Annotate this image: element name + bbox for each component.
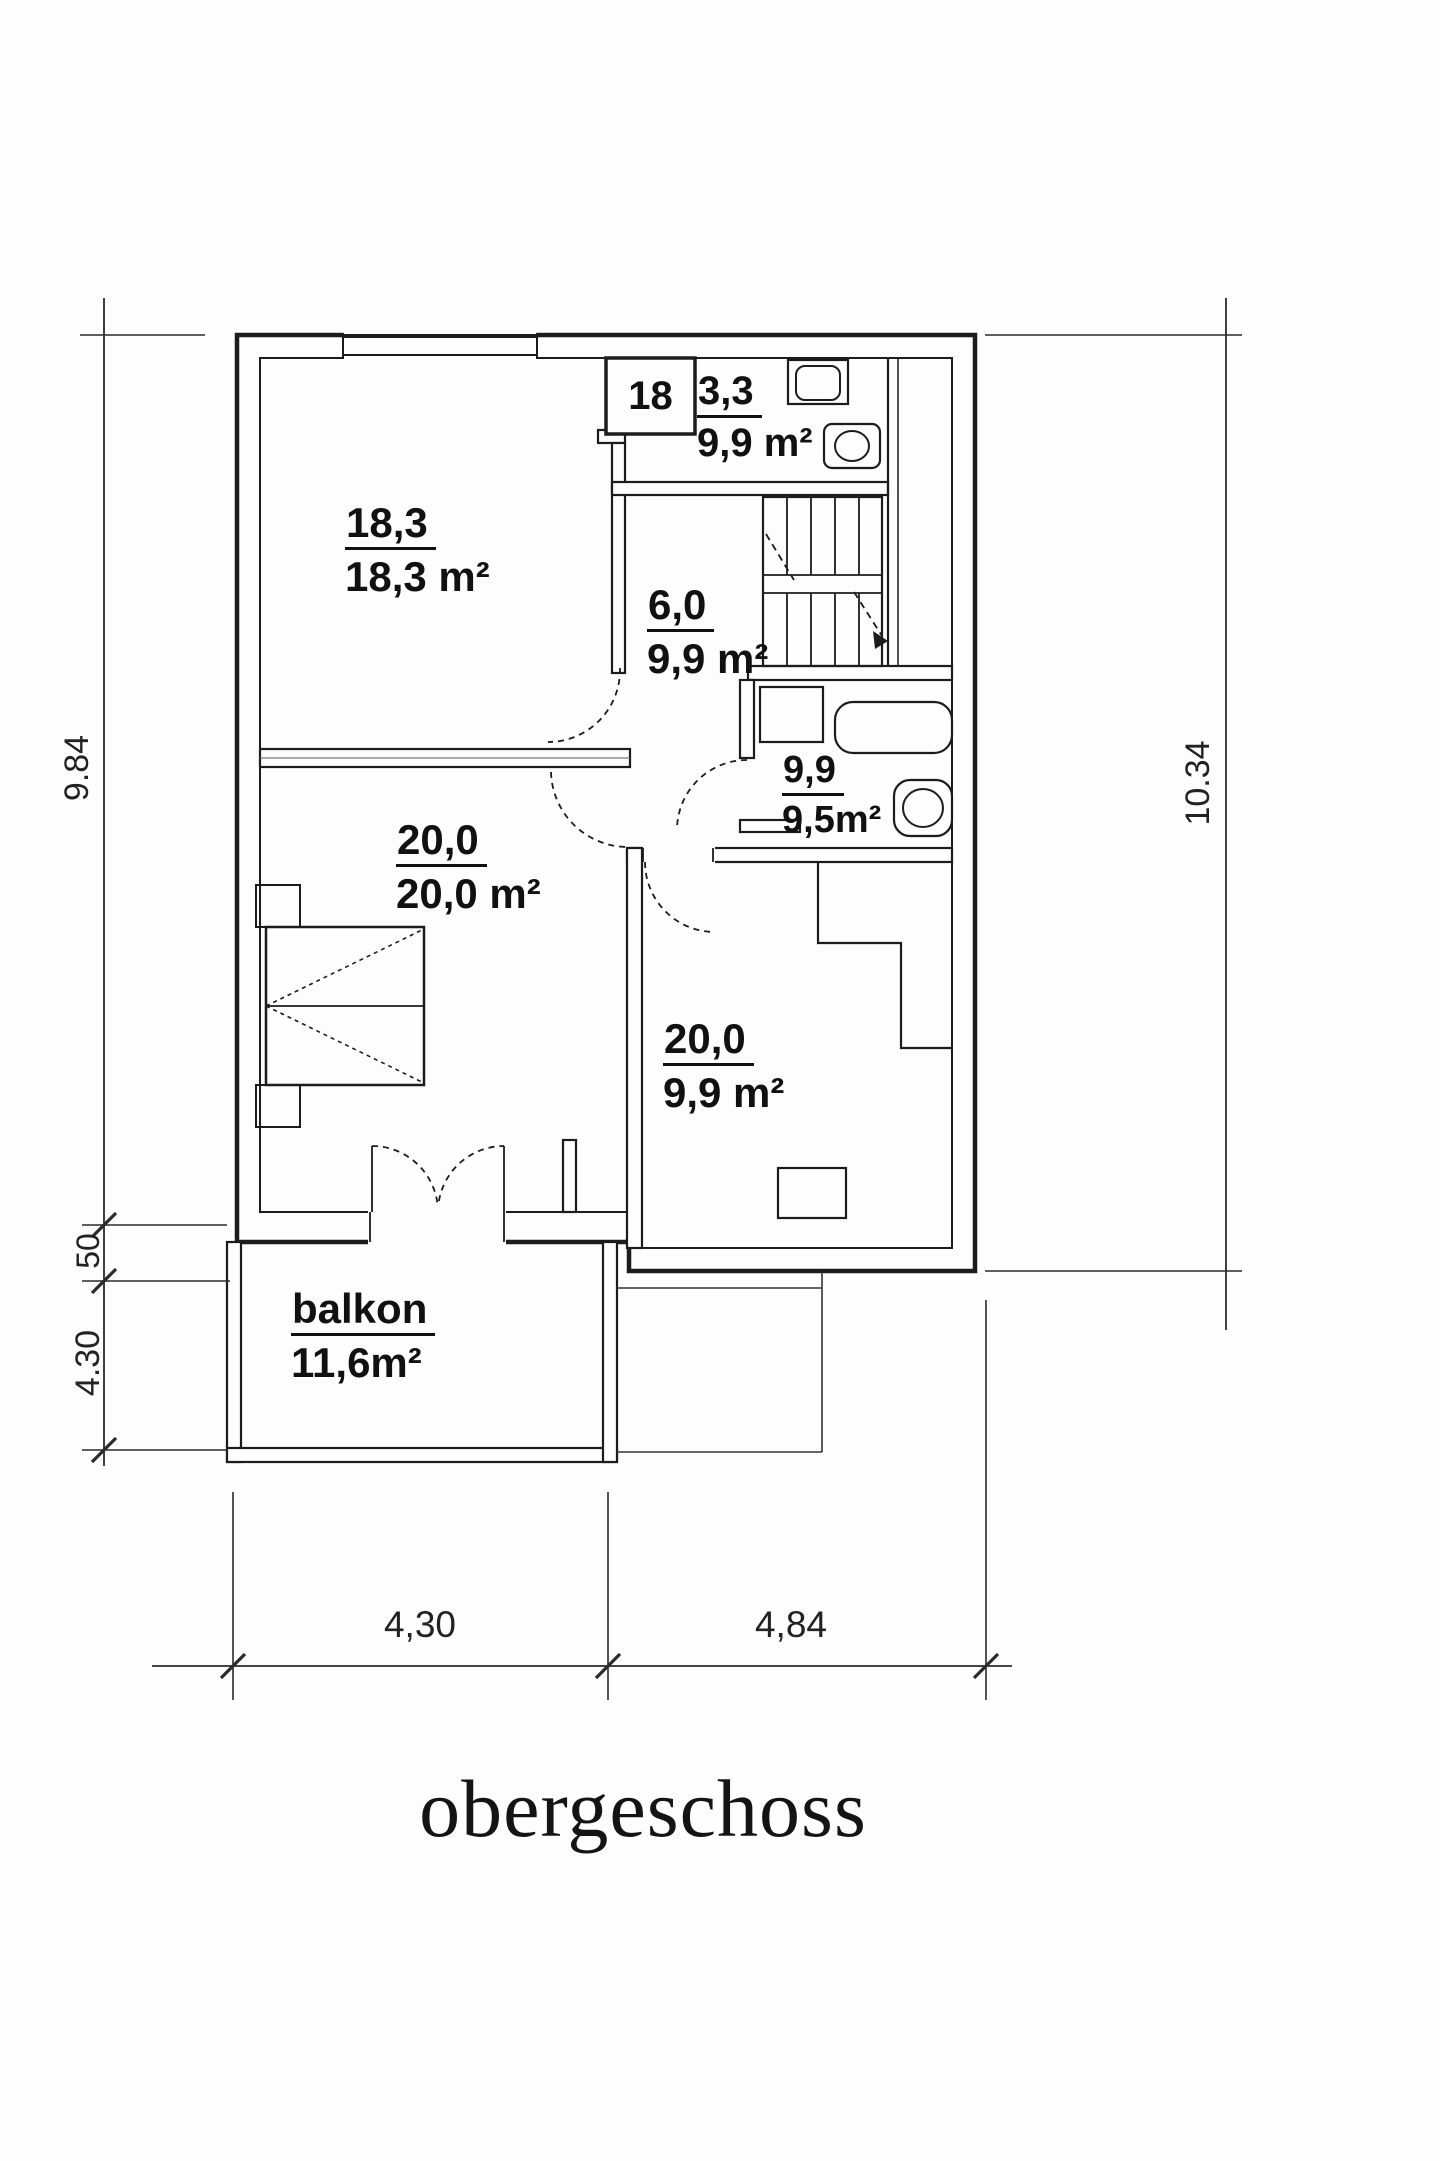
dimension-lines [80,298,1242,1700]
staircase [761,495,888,668]
room-area-value: 11,6m² [291,1339,422,1387]
washbasin-top-icon [822,422,882,470]
label-room-183: 18,3 18,3 m² [345,500,490,600]
balcony-door-arc-right [437,1145,505,1213]
label-balcony: balkon 11,6m² [291,1286,436,1387]
toilet-icon [786,358,850,406]
shaft-box [604,356,697,436]
interior-walls [258,356,954,1250]
closet-step-wall [816,862,952,1050]
room-area-number: 18,3 [345,500,436,551]
door-arc-bath-mid [676,759,748,831]
stair-walk-line [765,533,883,637]
room-area-number: 20,0 [396,817,487,868]
door-arc-room183 [547,667,621,743]
room-area-value: 9,9 m² [647,635,769,683]
balcony-door [368,1146,506,1246]
stair-arrow [873,631,888,649]
side-table-icon [776,1166,848,1220]
doors [371,667,748,1213]
fixtures [255,358,954,1220]
room-area-number: 3,3 [697,369,762,419]
room-area-value: 18,3 m² [345,553,490,601]
balcony-door-arc-left [371,1145,439,1213]
label-hallway: 6,0 9,9 m² [647,582,768,682]
double-bed-icon [255,884,426,1128]
page-title: obergeschoss [419,1763,867,1854]
terrace-outline [617,1271,823,1453]
room-area-number: 9,9 [782,749,844,797]
dim-left-balcony: 4.30 [69,1329,107,1397]
room-area-value: 20,0 m² [396,870,541,918]
dim-left-total: 9.84 [58,734,96,802]
room-area-value: 9,9 m² [697,421,813,466]
washbasin-mid-icon [892,778,954,838]
dim-bottom-right: 4,84 [754,1604,827,1645]
room-area-number: balkon [291,1286,436,1337]
bathtub-icon [833,700,954,755]
room-area-number: 6,0 [647,582,715,633]
label-room-right: 20,0 9,9 m² [663,1016,784,1116]
room-area-value: 9,9 m² [663,1069,785,1117]
door-arc-bedroom [550,771,629,848]
door-arc-room-right [644,861,716,933]
label-bedroom: 20,0 20,0 m² [396,817,541,917]
room-area-value: 9,5m² [782,799,882,842]
label-bath-mid: 9,9 9,5m² [782,749,882,842]
label-bath-top: 3,3 9,9 m² [697,369,813,466]
dim-left-parapet: 50 [70,1233,106,1269]
label-shaft: 18 [628,373,673,418]
balcony-walls [225,1240,619,1464]
dim-bottom-left: 4,30 [383,1604,456,1645]
window-top [342,331,538,361]
room-area-number: 20,0 [663,1016,754,1067]
dim-right-total: 10.34 [1179,740,1217,826]
shower-icon [758,685,825,744]
